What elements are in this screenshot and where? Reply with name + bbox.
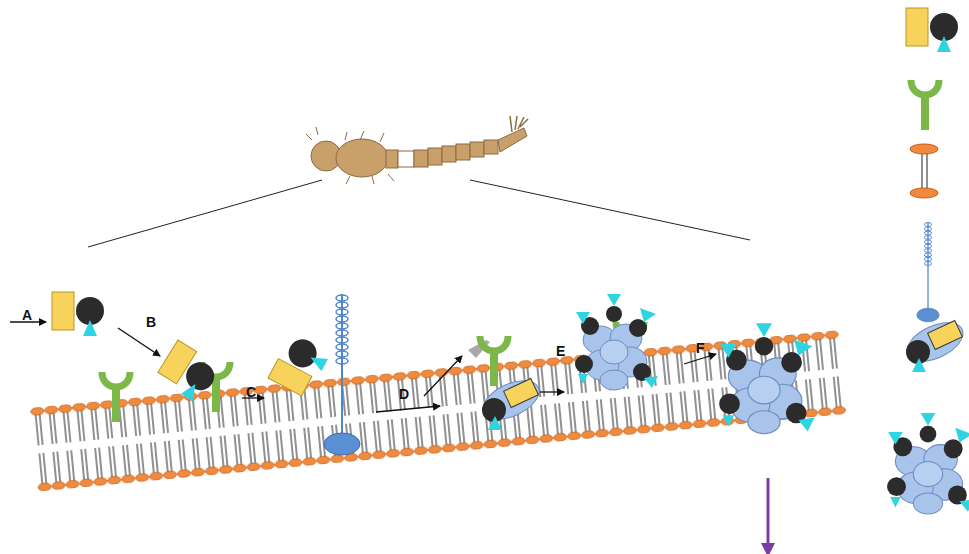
- mosquito-larva: [88, 116, 750, 247]
- step-arrow: [376, 406, 440, 412]
- larva-midgut: [398, 151, 414, 167]
- gpi-anchored-protein: [324, 294, 360, 455]
- larva-segment: [442, 146, 456, 162]
- prepore-oligomer: [575, 294, 658, 390]
- step-letter: D: [399, 386, 409, 402]
- lipid-head: [910, 144, 938, 154]
- zoom-line: [470, 180, 750, 240]
- step-letter: E: [556, 343, 565, 359]
- larva-segment: [456, 144, 470, 160]
- larva-segment: [470, 142, 484, 157]
- receptor: [911, 80, 939, 130]
- step-arrow: [424, 356, 462, 396]
- step-arrow: [118, 328, 160, 356]
- lipid-head: [910, 188, 938, 198]
- receptor: [102, 372, 130, 422]
- step-arrow: [540, 391, 564, 392]
- larva-segment: [428, 148, 442, 165]
- larva-thorax: [336, 139, 388, 177]
- zoom-line: [88, 180, 322, 247]
- step-letter: B: [146, 314, 156, 330]
- step-letter: C: [246, 384, 256, 400]
- larva-segment: [484, 140, 498, 154]
- larva-hair: [306, 127, 394, 184]
- membrane-pore: [719, 323, 814, 433]
- larva-tail-brush: [510, 116, 528, 132]
- cleaved-toxin: [477, 373, 545, 430]
- receptor: [480, 336, 508, 386]
- larva-segment: [386, 150, 398, 168]
- ion-efflux-arrow: [767, 478, 770, 550]
- toxin: [155, 340, 222, 405]
- larva-segment: [414, 150, 428, 167]
- oligomer: [887, 413, 969, 514]
- step-letter: F: [696, 340, 705, 356]
- toxin: [906, 8, 958, 52]
- toxin: [52, 292, 104, 336]
- lipid-tail: [927, 152, 928, 190]
- cleaved-toxin: [901, 315, 969, 372]
- lipid-tail: [922, 152, 923, 190]
- toxin: [268, 332, 331, 399]
- step-letter: A: [22, 307, 32, 323]
- symbol-key: [887, 8, 969, 514]
- gpi-anchored-protein: [917, 222, 939, 322]
